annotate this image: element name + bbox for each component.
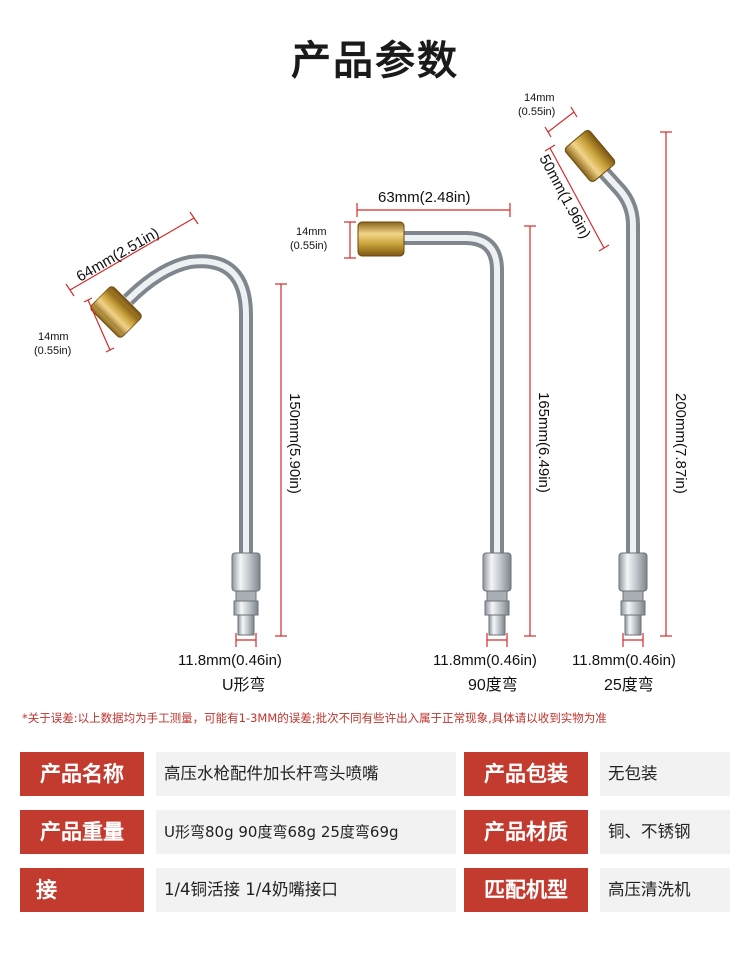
90-nut-size-in-label: (0.55in) (290, 240, 327, 252)
nozzle-25-bend (564, 129, 648, 636)
90-tip-width-label: 11.8mm(0.46in) (433, 652, 537, 669)
spec-label-interface-text: 接口 (36, 878, 97, 946)
spec-value-package: 无包装 (600, 752, 730, 796)
u-pipe-length-label: 150mm(5.90in) (286, 393, 303, 494)
spec-value-match: 高压清洗机 (600, 868, 730, 912)
90-bend-length-label: 63mm(2.48in) (378, 189, 471, 206)
90-nut-size-label: 14mm (296, 226, 327, 238)
spec-value-interface: 1/4铜活接 1/4奶嘴接口 (156, 868, 456, 912)
u-nut-size-in-label: (0.55in) (34, 345, 71, 357)
spec-value-material: 铜、不锈钢 (600, 810, 730, 854)
25-pipe-length-label: 200mm(7.87in) (672, 393, 689, 494)
spec-row-1: 产品名称 高压水枪配件加长杆弯头喷嘴 产品包装 无包装 (20, 752, 730, 796)
spec-label-name: 产品名称 (20, 752, 144, 796)
error-note: *关于误差:以上数据均为手工测量，可能有1-3MM的误差;批次不同有些许出入属于… (22, 711, 607, 725)
dimension-lines (65, 106, 672, 647)
spec-value-name: 高压水枪配件加长杆弯头喷嘴 (156, 752, 456, 796)
nozzle-90-bend (357, 221, 512, 636)
u-tip-width-label: 11.8mm(0.46in) (178, 652, 282, 669)
90-brass-nut (357, 221, 405, 257)
nozzle-u-bend (90, 254, 261, 636)
spec-label-weight: 产品重量 (20, 810, 144, 854)
25-nut-size-label: 14mm (524, 92, 555, 104)
nozzle-diagram: 64mm(2.51in) 14mm (0.55in) 150mm(5.90in)… (34, 92, 689, 694)
spec-label-package: 产品包装 (464, 752, 588, 796)
u-caption: U形弯 (222, 676, 266, 694)
25-tip-width-label: 11.8mm(0.46in) (572, 652, 676, 669)
u-brass-nut (90, 286, 142, 338)
spec-label-material: 产品材质 (464, 810, 588, 854)
spec-label-interface: 接口 (20, 868, 144, 946)
u-nut-size-label: 14mm (38, 331, 69, 343)
spec-label-match: 匹配机型 (464, 868, 588, 912)
25-caption: 25度弯 (604, 676, 654, 694)
spec-row-3: 接口 1/4铜活接 1/4奶嘴接口 匹配机型 高压清洗机 (20, 868, 730, 946)
spec-row-2: 产品重量 U形弯80g 90度弯68g 25度弯69g 产品材质 铜、不锈钢 (20, 810, 730, 854)
25-nut-size-in-label: (0.55in) (518, 106, 555, 118)
page-title: 产品参数 (291, 38, 459, 84)
25-brass-nut (564, 129, 616, 183)
90-pipe-length-label: 165mm(6.49in) (535, 392, 552, 493)
spec-value-weight: U形弯80g 90度弯68g 25度弯69g (156, 810, 456, 854)
90-caption: 90度弯 (468, 676, 518, 694)
